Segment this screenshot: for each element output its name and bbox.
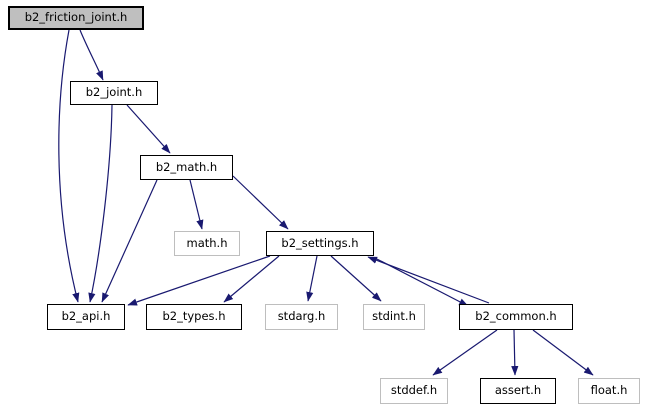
node-stdint: stdint.h — [363, 304, 425, 330]
edge-b2_settings-to-b2_api — [127, 255, 271, 306]
node-label: math.h — [186, 235, 228, 250]
node-b2_math[interactable]: b2_math.h — [140, 155, 233, 180]
node-label: float.h — [590, 383, 628, 398]
edge-b2_math-to-math — [189, 179, 204, 230]
edge-b2_joint-to-b2_api — [88, 104, 113, 303]
node-stddef: stddef.h — [380, 378, 448, 404]
node-label: b2_friction_joint.h — [24, 10, 128, 25]
edge-b2_friction_joint-to-b2_joint — [79, 29, 104, 81]
node-label: assert.h — [494, 383, 542, 398]
edge-b2_settings-to-stdint — [330, 255, 382, 302]
edge-b2_common-to-b2_settings — [367, 256, 490, 304]
node-label: b2_settings.h — [281, 235, 359, 250]
node-label: stddef.h — [390, 383, 438, 398]
edge-b2_common-to-float — [532, 329, 594, 376]
node-b2_common[interactable]: b2_common.h — [459, 304, 573, 330]
node-label: stdarg.h — [277, 309, 326, 324]
node-float: float.h — [578, 378, 640, 404]
node-stdarg: stdarg.h — [265, 304, 338, 330]
edge-b2_math-to-b2_settings — [232, 175, 289, 230]
node-b2_friction_joint: b2_friction_joint.h — [8, 6, 144, 30]
edge-b2_math-to-b2_api — [101, 179, 158, 303]
node-label: b2_api.h — [61, 309, 111, 324]
node-label: b2_common.h — [475, 309, 557, 324]
node-b2_joint[interactable]: b2_joint.h — [70, 81, 158, 105]
edge-b2_common-to-stddef — [432, 329, 498, 376]
node-label: b2_joint.h — [85, 85, 143, 100]
node-assert[interactable]: assert.h — [480, 378, 556, 404]
node-b2_types[interactable]: b2_types.h — [146, 304, 242, 330]
node-label: b2_math.h — [155, 159, 218, 174]
node-label: b2_types.h — [162, 309, 226, 324]
edge-b2_friction_joint-to-b2_api — [58, 29, 80, 303]
node-label: stdint.h — [372, 309, 416, 324]
edge-b2_joint-to-b2_math — [126, 104, 171, 154]
node-b2_api[interactable]: b2_api.h — [47, 304, 125, 330]
edge-b2_settings-to-b2_types — [223, 255, 280, 303]
node-b2_settings[interactable]: b2_settings.h — [266, 231, 374, 256]
node-math: math.h — [174, 231, 240, 256]
edge-b2_settings-to-stdarg — [306, 255, 318, 302]
edge-b2_common-to-assert — [511, 329, 519, 376]
